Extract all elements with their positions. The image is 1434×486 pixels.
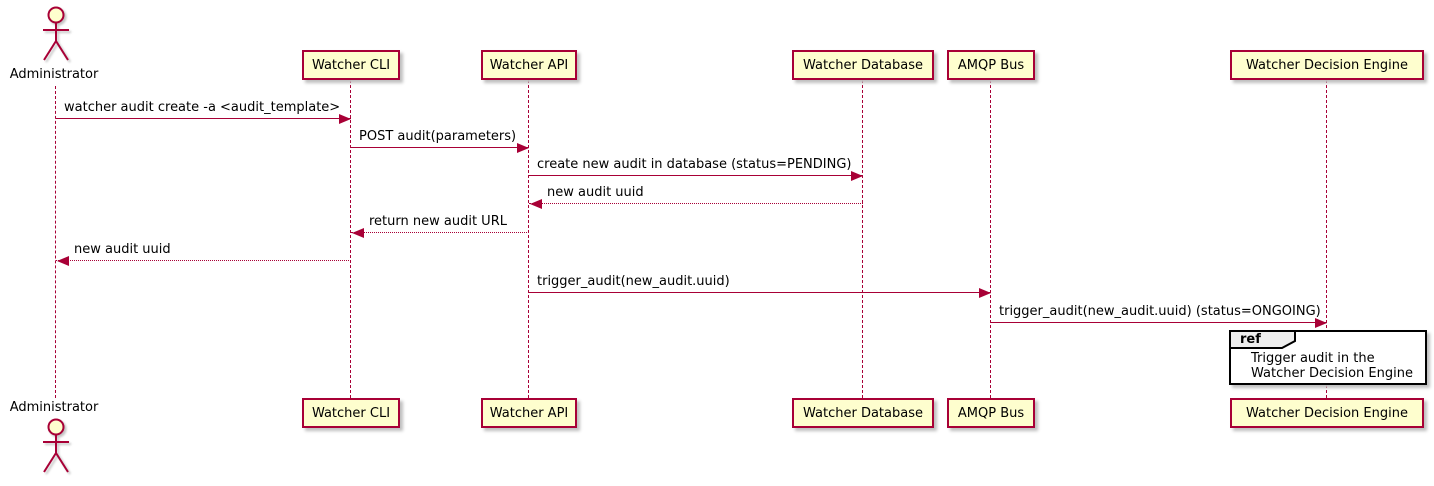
message-label: new audit uuid <box>74 242 171 257</box>
lifeline-watcher-database <box>862 80 863 398</box>
message-label: trigger_audit(new_audit.uuid) <box>537 274 730 289</box>
participant-watcher-cli-top: Watcher CLI <box>302 50 400 80</box>
participant-watcher-decision-engine-top: Watcher Decision Engine <box>1230 50 1424 80</box>
message-arrowhead <box>851 171 863 181</box>
lifeline-watcher-api <box>528 80 529 398</box>
lifeline-watcher-cli <box>350 80 351 398</box>
participant-watcher-api-top: Watcher API <box>481 50 577 80</box>
participant-watcher-database-bottom: Watcher Database <box>792 398 934 428</box>
message-line <box>529 292 991 293</box>
actor-administrator-figure-top <box>36 4 76 68</box>
participant-amqp-bus-bottom: AMQP Bus <box>947 398 1035 428</box>
actor-administrator-figure-bottom <box>36 416 76 480</box>
participant-watcher-cli-bottom: Watcher CLI <box>302 398 400 428</box>
message-arrowhead <box>339 114 351 124</box>
message-line <box>56 118 351 119</box>
message-line <box>56 260 351 261</box>
ref-keyword: ref <box>1240 332 1261 347</box>
lifeline-amqp-bus <box>990 80 991 398</box>
message-arrowhead <box>352 228 364 238</box>
message-arrowhead <box>979 288 991 298</box>
message-label: POST audit(parameters) <box>359 129 517 144</box>
actor-administrator-label-bottom: Administrator <box>9 400 99 415</box>
message-label: return new audit URL <box>369 214 507 229</box>
message-line <box>529 175 863 176</box>
participant-watcher-api-bottom: Watcher API <box>481 398 577 428</box>
message-arrowhead <box>1315 318 1327 328</box>
message-line <box>351 232 529 233</box>
message-label: trigger_audit(new_audit.uuid) (status=ON… <box>999 304 1321 319</box>
participant-watcher-decision-engine-bottom: Watcher Decision Engine <box>1230 398 1424 428</box>
lifeline-administrator <box>55 86 56 398</box>
actor-administrator-label-top: Administrator <box>9 67 99 82</box>
participant-watcher-database-top: Watcher Database <box>792 50 934 80</box>
participant-amqp-bus-top: AMQP Bus <box>947 50 1035 80</box>
message-line <box>529 203 863 204</box>
message-line <box>351 147 529 148</box>
message-arrowhead <box>517 143 529 153</box>
message-label: new audit uuid <box>547 185 644 200</box>
ref-pentagon-icon <box>1229 330 1299 355</box>
message-arrowhead <box>57 256 69 266</box>
message-line <box>991 322 1327 323</box>
message-arrowhead <box>530 199 542 209</box>
ref-text-line: Trigger audit in the <box>1251 351 1375 366</box>
lifeline-watcher-decision-engine <box>1326 80 1327 398</box>
message-label: create new audit in database (status=PEN… <box>537 157 852 172</box>
message-label: watcher audit create -a <audit_template> <box>64 100 341 115</box>
ref-text-line: Watcher Decision Engine <box>1251 366 1413 381</box>
